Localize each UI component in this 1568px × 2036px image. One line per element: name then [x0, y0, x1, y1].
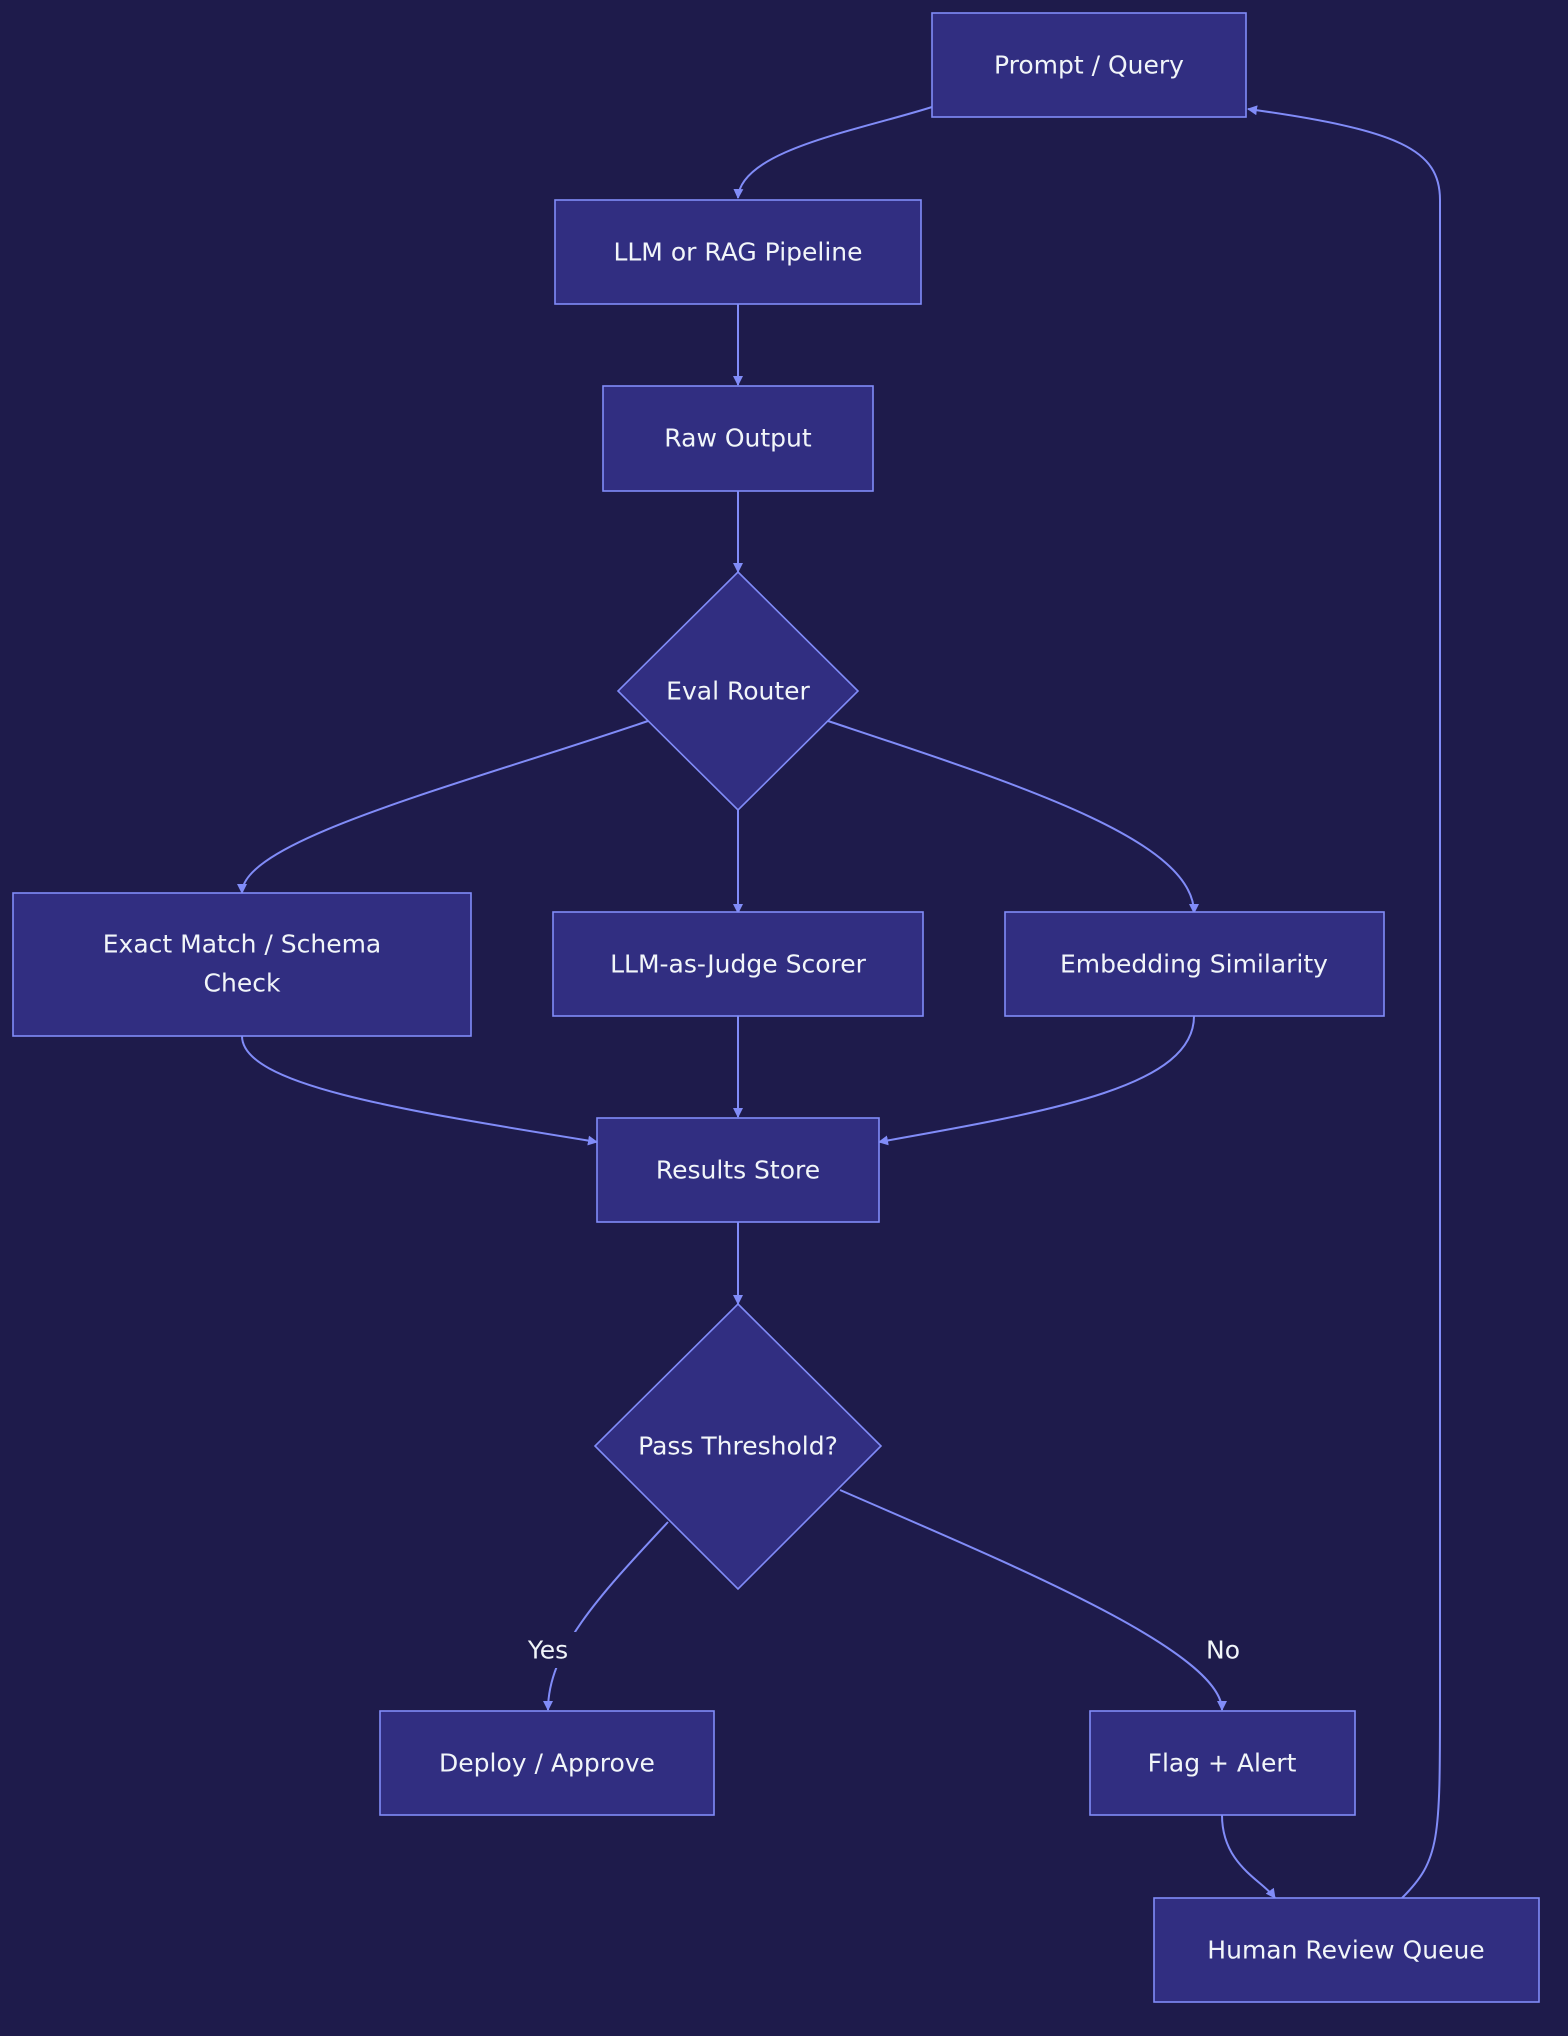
node-deploy-approve[interactable]: Deploy / Approve — [379, 1710, 715, 1816]
node-prompt-query-box — [931, 12, 1247, 118]
no-label-bg — [1202, 1632, 1244, 1668]
node-llm-rag-pipeline-label: LLM or RAG Pipeline — [613, 238, 862, 267]
edge-label-yes: Yes — [527, 1636, 568, 1665]
edge-prompt-to-llm — [733, 106, 933, 199]
node-prompt-query[interactable]: Prompt / Query — [931, 12, 1247, 118]
node-embedding-similarity-box — [1004, 911, 1385, 1017]
edge-router-to-embedding — [827, 720, 1199, 914]
edge-embedding-to-results — [878, 1015, 1195, 1146]
edge-flag-to-human-review — [1221, 1814, 1276, 1899]
edge-threshold-to-flag — [839, 1489, 1227, 1711]
yes-label-bg — [520, 1632, 576, 1668]
node-results-store-box — [596, 1117, 880, 1223]
node-raw-output-box — [602, 385, 874, 492]
node-exact-match[interactable]: Exact Match / Schema Check — [12, 892, 472, 1037]
node-eval-router-diamond — [616, 570, 860, 812]
node-llm-rag-pipeline-box — [554, 199, 922, 305]
node-flag-alert-box — [1089, 1710, 1356, 1816]
node-human-review-queue-box — [1153, 1897, 1540, 2003]
node-eval-router-label: Eval Router — [666, 677, 810, 706]
node-exact-match-box — [12, 892, 472, 1037]
node-results-store[interactable]: Results Store — [596, 1117, 880, 1223]
nodes-layer: Prompt / Query LLM or RAG Pipeline Raw O… — [12, 12, 1540, 2003]
node-prompt-query-label: Prompt / Query — [994, 51, 1184, 80]
edge-labels-layer: Yes No — [520, 1632, 1244, 1668]
node-deploy-approve-label: Deploy / Approve — [439, 1749, 655, 1778]
node-eval-router[interactable]: Eval Router — [616, 570, 860, 812]
node-llm-judge-box — [552, 911, 924, 1017]
node-llm-judge-label: LLM-as-Judge Scorer — [610, 950, 867, 979]
edge-router-to-exact-match — [237, 720, 649, 894]
edges-layer — [237, 105, 1441, 1899]
node-embedding-similarity[interactable]: Embedding Similarity — [1004, 911, 1385, 1017]
node-human-review-queue[interactable]: Human Review Queue — [1153, 1897, 1540, 2003]
node-exact-match-label-line2: Check — [204, 969, 281, 998]
node-raw-output[interactable]: Raw Output — [602, 385, 874, 492]
node-flag-alert-label: Flag + Alert — [1148, 1749, 1297, 1778]
node-results-store-label: Results Store — [656, 1156, 820, 1185]
node-pass-threshold-diamond — [593, 1302, 883, 1591]
node-embedding-similarity-label: Embedding Similarity — [1060, 950, 1328, 979]
node-human-review-queue-label: Human Review Queue — [1207, 1936, 1484, 1965]
edge-label-no: No — [1206, 1636, 1240, 1665]
edge-human-review-to-prompt — [1247, 105, 1441, 1899]
node-exact-match-label-line1: Exact Match / Schema — [103, 930, 382, 959]
edge-exact-match-to-results — [241, 1035, 598, 1146]
node-flag-alert[interactable]: Flag + Alert — [1089, 1710, 1356, 1816]
node-pass-threshold[interactable]: Pass Threshold? — [593, 1302, 883, 1591]
node-llm-judge[interactable]: LLM-as-Judge Scorer — [552, 911, 924, 1017]
node-llm-rag-pipeline[interactable]: LLM or RAG Pipeline — [554, 199, 922, 305]
node-pass-threshold-label: Pass Threshold? — [638, 1432, 838, 1461]
node-raw-output-label: Raw Output — [664, 424, 812, 453]
node-deploy-approve-box — [379, 1710, 715, 1816]
edge-threshold-to-deploy — [543, 1521, 669, 1711]
